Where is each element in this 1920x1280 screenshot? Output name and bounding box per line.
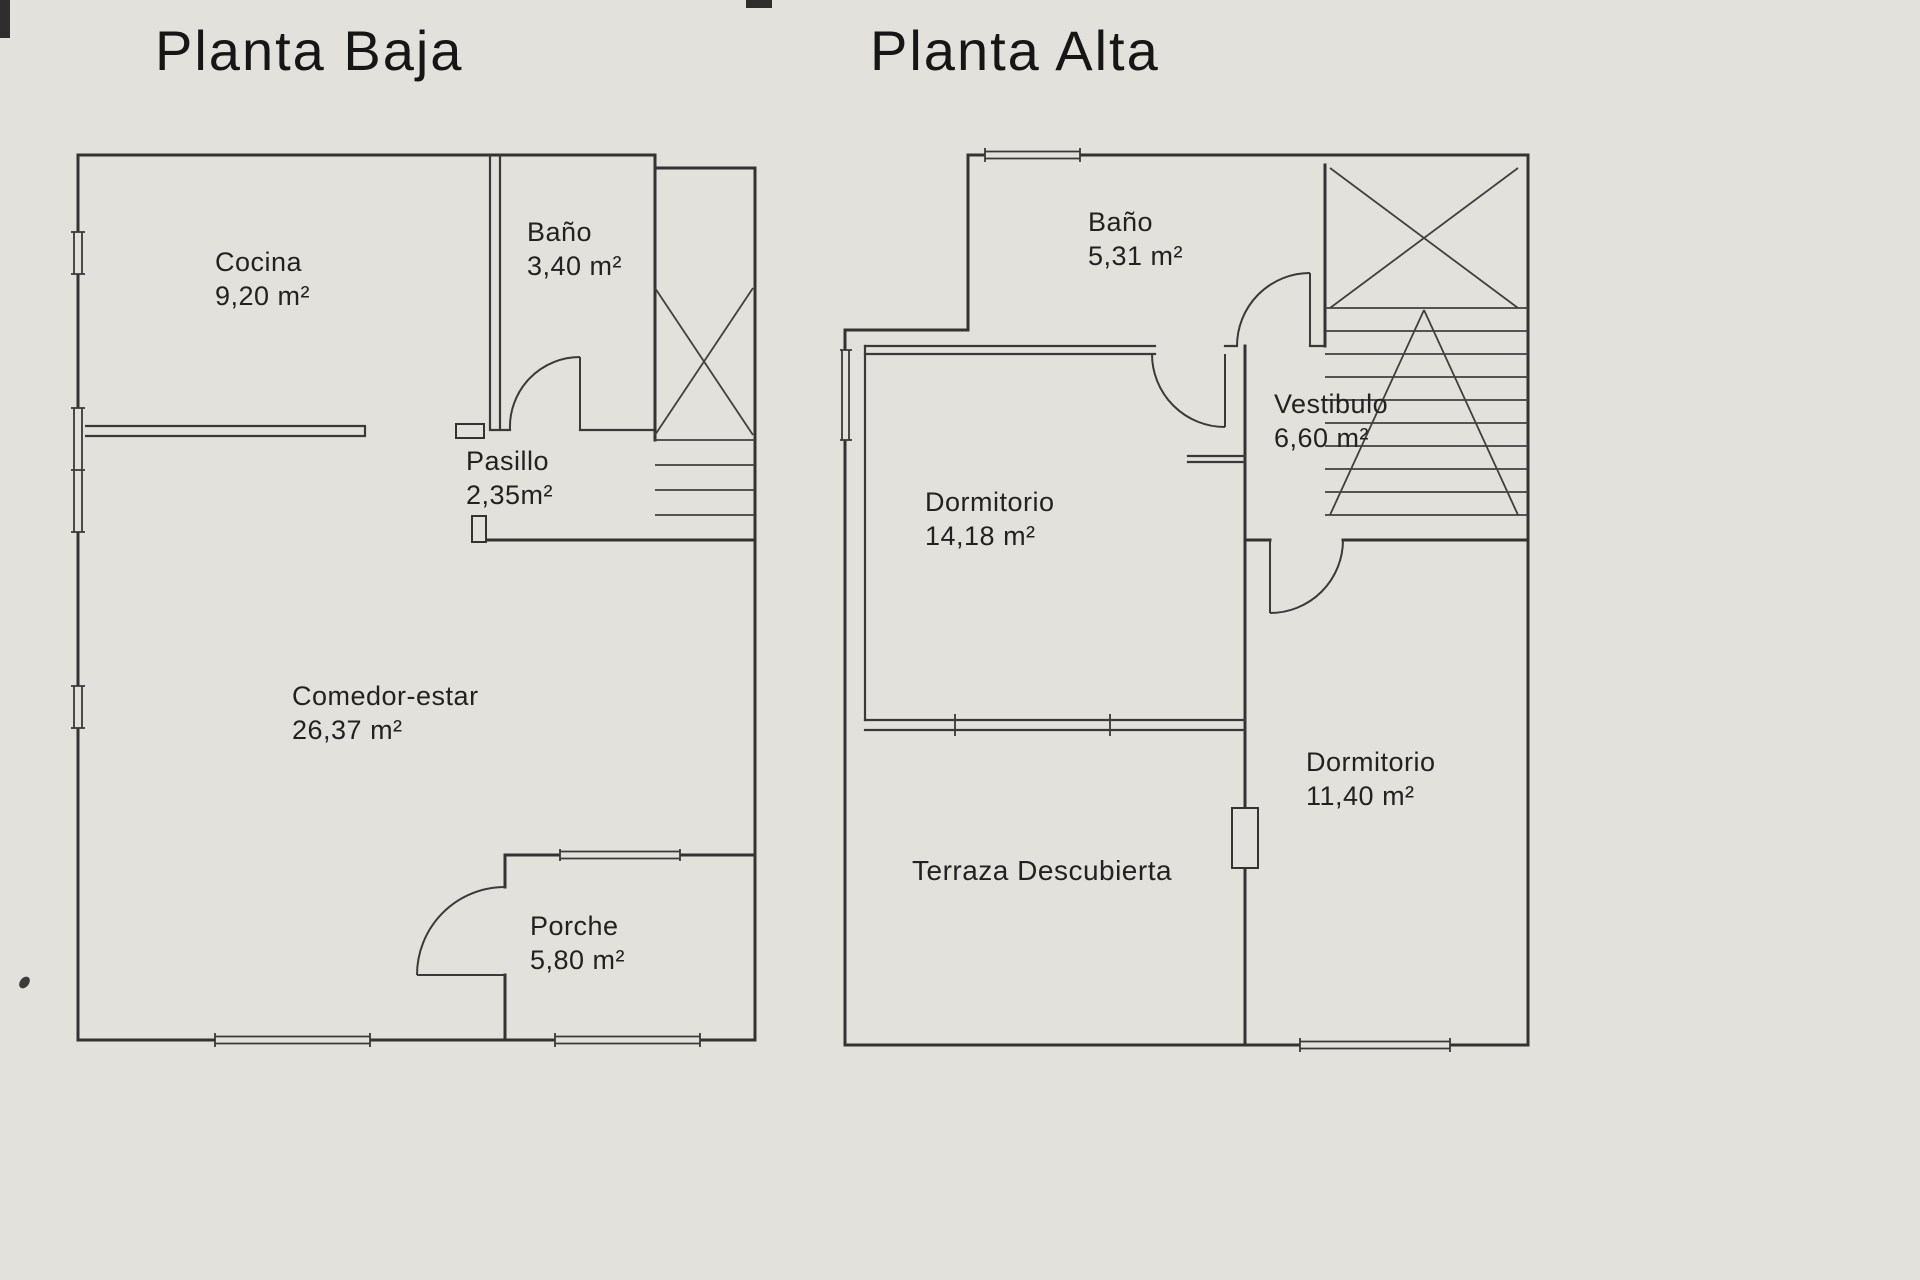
plan-title-planta-alta: Planta Alta xyxy=(870,19,1160,82)
room-area: 11,40 m² xyxy=(1306,780,1415,811)
room-label-porche: Porche 5,80 m² xyxy=(530,910,625,978)
room-label-dormitorio-14: Dormitorio 14,18 m² xyxy=(925,486,1055,554)
room-name: Dormitorio xyxy=(1306,747,1436,777)
interior-walls xyxy=(863,163,1530,1047)
room-label-comedor-estar: Comedor-estar 26,37 m² xyxy=(292,680,479,748)
plan-title-planta-baja: Planta Baja xyxy=(155,19,464,82)
scan-smudge-top-left xyxy=(0,0,10,38)
room-label-bano-planta-baja: Baño 3,40 m² xyxy=(527,216,622,284)
room-area: 3,40 m² xyxy=(527,250,623,281)
room-label-bano-planta-alta: Baño 5,31 m² xyxy=(1088,206,1183,274)
plan-drawing-planta-alta xyxy=(840,148,1530,1052)
room-area: 9,20 m² xyxy=(215,280,311,311)
outer-walls xyxy=(843,153,1530,1047)
room-label-cocina: Cocina 9,20 m² xyxy=(215,246,310,314)
staircase xyxy=(654,287,755,516)
scan-ink-dot xyxy=(16,974,33,991)
room-name: Pasillo xyxy=(466,446,550,476)
room-name: Baño xyxy=(527,217,593,247)
room-area: 5,31 m² xyxy=(1088,240,1184,271)
doors xyxy=(1151,272,1344,614)
room-area: 26,37 m² xyxy=(292,714,403,745)
room-name: Baño xyxy=(1088,207,1154,237)
doors xyxy=(416,355,581,976)
windows xyxy=(840,148,1451,1052)
interior-walls xyxy=(76,153,757,1042)
room-name: Vestibulo xyxy=(1274,389,1389,419)
room-label-dormitorio-11: Dormitorio 11,40 m² xyxy=(1306,746,1436,814)
outer-walls xyxy=(76,153,757,1042)
staircase xyxy=(1325,167,1528,516)
room-area: 6,60 m² xyxy=(1274,422,1370,453)
room-label-terraza-descubierta: Terraza Descubierta xyxy=(912,853,1172,888)
room-area: 5,80 m² xyxy=(530,944,626,975)
windows xyxy=(71,231,701,1047)
scan-smudge-top-middle xyxy=(746,0,772,8)
room-name: Comedor-estar xyxy=(292,681,479,711)
room-name: Dormitorio xyxy=(925,487,1055,517)
room-label-vestibulo: Vestibulo 6,60 m² xyxy=(1274,388,1388,456)
room-name: Terraza Descubierta xyxy=(912,855,1173,886)
room-name: Porche xyxy=(530,911,619,941)
room-label-pasillo: Pasillo 2,35m² xyxy=(466,445,553,513)
room-name: Cocina xyxy=(215,247,303,277)
room-area: 2,35m² xyxy=(466,479,554,510)
room-area: 14,18 m² xyxy=(925,520,1036,551)
plan-drawing-planta-baja xyxy=(71,153,757,1047)
